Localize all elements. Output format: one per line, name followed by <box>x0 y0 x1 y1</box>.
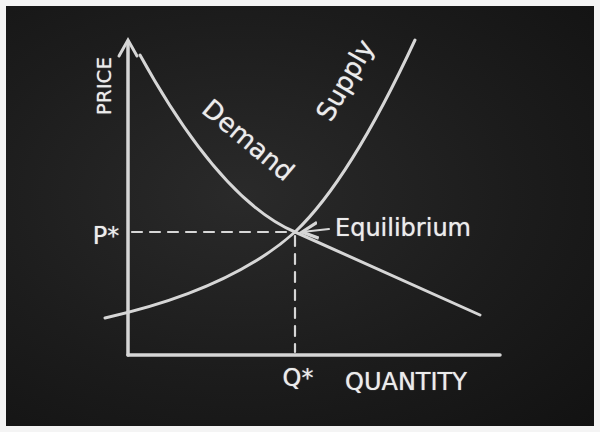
quantity-marker: Q* <box>283 365 314 391</box>
axis-label: PRICE <box>93 57 115 115</box>
demand-curve <box>140 55 480 315</box>
price-dash <box>132 231 292 233</box>
point-label: Equilibrium <box>335 215 471 241</box>
pointer-arrow <box>302 229 329 232</box>
axis-label: QUANTITY <box>345 369 467 395</box>
supply-curve <box>105 40 415 318</box>
quantity-dash <box>294 236 296 352</box>
axis-arrow <box>119 40 137 56</box>
quantity-axis <box>128 353 500 357</box>
price-marker: P* <box>93 223 119 249</box>
price-axis <box>126 42 130 355</box>
